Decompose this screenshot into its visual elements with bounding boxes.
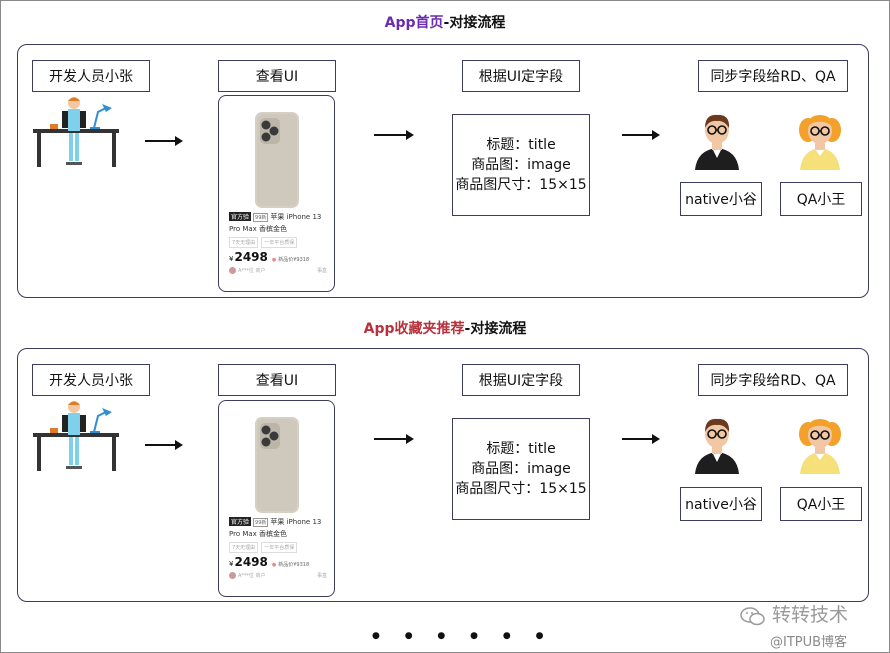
arrow-right-icon (374, 130, 414, 140)
rd-name-box: native小谷 (680, 487, 762, 521)
seller-extra: 事盒 (316, 268, 327, 274)
arrow-right-icon (145, 136, 183, 146)
new-price: 新品价¥9318 (272, 561, 309, 568)
section-title-home: App首页-对接流程 (0, 12, 890, 32)
field-image: 商品图：image (471, 461, 571, 477)
step-sync-box: 同步字段给RD、QA (698, 364, 848, 396)
arrow-right-icon (374, 434, 414, 444)
ellipsis-dots: ● ● ● ● ● ● (372, 631, 555, 641)
tag-warranty: 一年平台质保 (261, 542, 298, 553)
section-title-highlight: App首页 (384, 15, 444, 31)
field-title: 标题：title (486, 137, 556, 153)
field-image-size: 商品图尺寸：15×15 (455, 177, 587, 193)
arrow-right-icon (145, 440, 183, 450)
rd-engineer-avatar-icon (692, 416, 742, 474)
product-title-line2: Pro Max 香槟金色 (229, 225, 288, 233)
section-title-rest: -对接流程 (443, 15, 506, 31)
field-list-box: 标题：title 商品图：image 商品图尺寸：15×15 (452, 114, 590, 216)
step-define-fields-box: 根据UI定字段 (462, 364, 580, 396)
official-badge: 官方验 (229, 212, 252, 221)
tag-warranty: 一年平台质保 (261, 237, 298, 248)
section-title-rest: -对接流程 (464, 321, 527, 337)
wechat-logo-icon (740, 606, 765, 625)
seller-row: A***位 商户 事盒 (229, 572, 327, 579)
seller-avatar (229, 572, 236, 579)
source-credit: @ITPUB博客 (770, 635, 848, 650)
developer-at-desk-icon (32, 400, 124, 472)
flow-panel-home (17, 44, 869, 298)
currency-symbol: ¥ (229, 255, 234, 263)
seller-name: A***位 商户 (238, 268, 266, 274)
flow-panel-favorites (17, 348, 869, 602)
step-view-ui-box: 查看UI (218, 60, 336, 92)
section-title-highlight: App收藏夹推荐 (363, 321, 465, 337)
product-tags: 7天无理由一年平台质保 (229, 542, 300, 553)
field-image: 商品图：image (471, 157, 571, 173)
product-price: 2498 (234, 555, 268, 569)
field-title: 标题：title (486, 441, 556, 457)
qa-engineer-avatar-icon (794, 416, 846, 474)
seller-extra: 事盒 (316, 573, 327, 579)
section-title-favorites: App收藏夹推荐-对接流程 (0, 318, 890, 338)
official-badge: 官方验 (229, 517, 252, 526)
iphone-product-image (255, 112, 299, 208)
product-price: 2498 (234, 250, 268, 264)
seller-name: A***位 商户 (238, 573, 266, 579)
step-developer-box: 开发人员小张 (32, 60, 150, 92)
iphone-product-image (255, 417, 299, 513)
step-developer-box: 开发人员小张 (32, 364, 150, 396)
watermark-text: 转转技术 (772, 604, 849, 626)
product-name: 苹果 iPhone 13 (270, 518, 322, 526)
field-image-size: 商品图尺寸：15×15 (455, 481, 587, 497)
step-view-ui-box: 查看UI (218, 364, 336, 396)
product-tags: 7天无理由一年平台质保 (229, 237, 300, 248)
price-row: ¥ 2498 新品价¥9318 (229, 555, 309, 569)
step-sync-box: 同步字段给RD、QA (698, 60, 848, 92)
product-name: 苹果 iPhone 13 (270, 213, 322, 221)
price-row: ¥ 2498 新品价¥9318 (229, 250, 309, 264)
currency-symbol: ¥ (229, 560, 234, 568)
qa-engineer-avatar-icon (794, 112, 846, 170)
seller-row: A***位 商户 事盒 (229, 267, 327, 274)
rd-name-box: native小谷 (680, 182, 762, 216)
developer-at-desk-icon (32, 96, 124, 168)
arrow-right-icon (622, 130, 660, 140)
condition-badge: 99新 (253, 518, 269, 527)
arrow-right-icon (622, 434, 660, 444)
qa-name-box: QA小王 (780, 487, 862, 521)
tag-no-reason-return: 7天无理由 (229, 237, 259, 248)
tag-no-reason-return: 7天无理由 (229, 542, 259, 553)
qa-name-box: QA小王 (780, 182, 862, 216)
product-title-line2: Pro Max 香槟金色 (229, 530, 288, 538)
rd-engineer-avatar-icon (692, 112, 742, 170)
step-define-fields-box: 根据UI定字段 (462, 60, 580, 92)
watermark: 转转技术 (740, 600, 848, 627)
field-list-box: 标题：title 商品图：image 商品图尺寸：15×15 (452, 418, 590, 520)
new-price: 新品价¥9318 (272, 256, 309, 263)
condition-badge: 99新 (253, 213, 269, 222)
seller-avatar (229, 267, 236, 274)
